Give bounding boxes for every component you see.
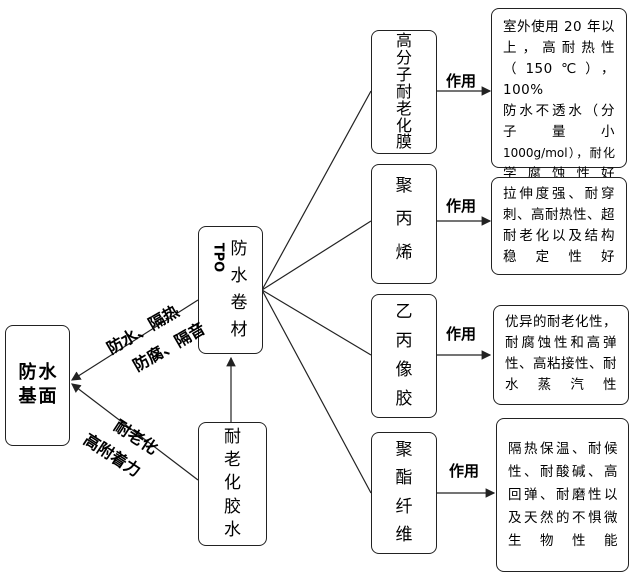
material-name-1: 高分子耐老化膜 (395, 31, 412, 152)
effect-label-3: 作用 (446, 325, 477, 343)
base-box (5, 325, 70, 446)
tpo-label: TPO 防水卷材 (210, 239, 248, 340)
desc-box-3 (493, 305, 629, 405)
material-name-4: 聚酯纤维 (395, 439, 413, 546)
base-label: 防水 基面 (18, 362, 57, 407)
desc-text-3: 优异的耐老化性， 耐腐蚀性和高弹 性、高粘接性、耐 水蒸汽性 (505, 314, 617, 393)
glue-label: 耐老化胶水 (224, 427, 241, 540)
material-box-2 (371, 164, 437, 284)
desc-text-4: 隔热保温、耐候 性、耐酸碱、高 回弹、耐磨性以 及天然的不惧微 生物性能 (508, 441, 618, 549)
desc-text-2: 拉伸度强、耐穿 刺、高耐热性、超 耐老化以及结构 稳定性好 (503, 186, 615, 265)
material-box-3 (371, 294, 437, 418)
material-name-3: 乙丙像胶 (395, 302, 413, 409)
desc-box-1 (491, 8, 627, 168)
tpo-box (198, 226, 263, 354)
effect-label-4: 作用 (449, 462, 480, 480)
material-box-1 (371, 30, 437, 154)
effect-label-2: 作用 (446, 197, 477, 215)
desc-box-2 (491, 177, 627, 275)
desc-box-4 (496, 418, 629, 572)
material-box-4 (371, 432, 437, 554)
effect-label-1: 作用 (446, 72, 477, 90)
glue-box (198, 422, 267, 546)
material-name-2: 聚丙烯 (395, 176, 413, 263)
desc-text-1: 室外使用 20 年以 上，高耐热性 （150℃），100% 防水不透水（分 子 … (503, 19, 615, 182)
